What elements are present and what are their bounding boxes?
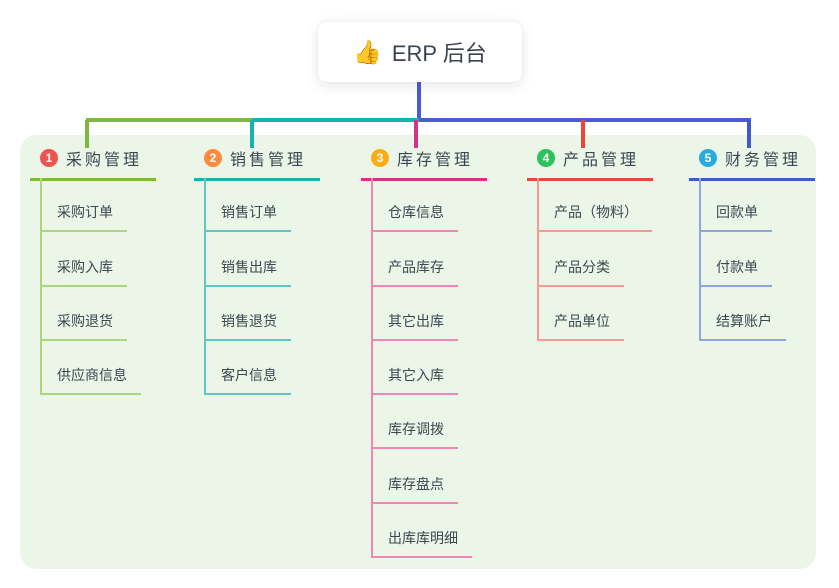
child-node-label: 产品单位 [537,311,624,341]
branch-title: 财务管理 [725,152,802,169]
branch-connector-line [204,178,206,396]
child-node[interactable]: 客户信息 [204,341,291,396]
branches-panel [20,135,816,569]
child-node[interactable]: 采购入库 [40,232,141,287]
branch-number-badge: 4 [537,149,555,167]
child-node-label: 采购退货 [40,311,127,341]
branch-title: 采购管理 [66,152,143,169]
branch-header[interactable]: 4 产品管理 [527,146,654,181]
bus-segment [252,118,419,122]
branch-children: 产品（物料） 产品分类产品单位 [537,178,652,341]
child-node[interactable]: 付款单 [699,232,786,287]
child-node[interactable]: 供应商信息 [40,341,141,396]
child-node[interactable]: 销售订单 [204,178,291,233]
child-node-label: 库存盘点 [371,474,458,504]
child-node[interactable]: 出库库明细 [371,504,472,559]
child-node-label: 付款单 [699,257,772,287]
child-node-label: 出库库明细 [371,528,472,559]
child-node-label: 客户信息 [204,365,291,396]
bus-segment [86,118,252,122]
branch-drop-connector [250,120,254,148]
child-node[interactable]: 仓库信息 [371,178,472,233]
child-node-label: 库存调拨 [371,419,458,450]
branch-connector-line [537,178,539,341]
branch-drop-connector [414,120,418,148]
branch-drop-connector [581,120,585,148]
child-node-label: 仓库信息 [371,202,458,233]
branch-children: 仓库信息产品库存其它出库其它入库库存调拨库存盘点出库库明细 [371,178,472,559]
child-node-label: 回款单 [699,202,772,233]
child-node[interactable]: 产品（物料） [537,178,652,233]
child-node-label: 产品库存 [371,257,458,287]
child-node-label: 销售订单 [204,202,291,233]
thumbs-up-icon: 👍 [353,38,382,65]
child-node[interactable]: 销售退货 [204,287,291,341]
child-node-label: 采购入库 [40,257,127,287]
child-node-label: 产品（物料） [537,202,652,233]
child-node[interactable]: 采购退货 [40,287,141,341]
child-node[interactable]: 库存调拨 [371,395,472,450]
branch-number-badge: 2 [204,149,222,167]
child-node[interactable]: 产品单位 [537,287,652,341]
child-node[interactable]: 采购订单 [40,178,141,233]
root-node-label: ERP 后台 [391,41,487,66]
branch-number-badge: 3 [371,149,389,167]
child-node-label: 供应商信息 [40,365,141,396]
child-node-label: 销售退货 [204,311,291,341]
child-node[interactable]: 库存盘点 [371,449,472,504]
branch-connector-line [699,178,701,341]
branch-header[interactable]: 3 库存管理 [361,146,488,181]
branch-connector-line [40,178,42,396]
branch-children: 销售订单销售出库销售退货客户信息 [204,178,291,396]
child-node-label: 其它入库 [371,365,458,396]
branch-number-badge: 5 [699,149,717,167]
child-node-label: 结算账户 [699,311,786,341]
bus-segment [419,118,751,122]
branch-children: 回款单付款单结算账户 [699,178,786,341]
child-node[interactable]: 产品库存 [371,232,472,287]
child-node[interactable]: 产品分类 [537,232,652,287]
branch-connector-line [371,178,373,559]
child-node-label: 其它出库 [371,311,458,341]
child-node-label: 销售出库 [204,257,291,287]
root-node[interactable]: 👍 ERP 后台 [318,22,522,82]
branch-drop-connector [85,120,89,148]
branch-header[interactable]: 2 销售管理 [194,146,321,181]
child-node[interactable]: 销售出库 [204,232,291,287]
branch-title: 库存管理 [397,152,474,169]
child-node[interactable]: 结算账户 [699,287,786,341]
branch-title: 产品管理 [563,152,640,169]
branch-title: 销售管理 [230,152,307,169]
branch-header[interactable]: 5 财务管理 [689,146,816,181]
branch-header[interactable]: 1 采购管理 [30,146,157,181]
child-node-label: 产品分类 [537,257,624,287]
child-node[interactable]: 回款单 [699,178,786,233]
child-node[interactable]: 其它出库 [371,287,472,341]
child-node-label: 采购订单 [40,202,127,233]
branch-number-badge: 1 [40,149,58,167]
child-node[interactable]: 其它入库 [371,341,472,396]
branch-drop-connector [747,120,751,148]
root-trunk-connector [417,82,421,122]
branch-children: 采购订单采购入库采购退货供应商信息 [40,178,141,396]
